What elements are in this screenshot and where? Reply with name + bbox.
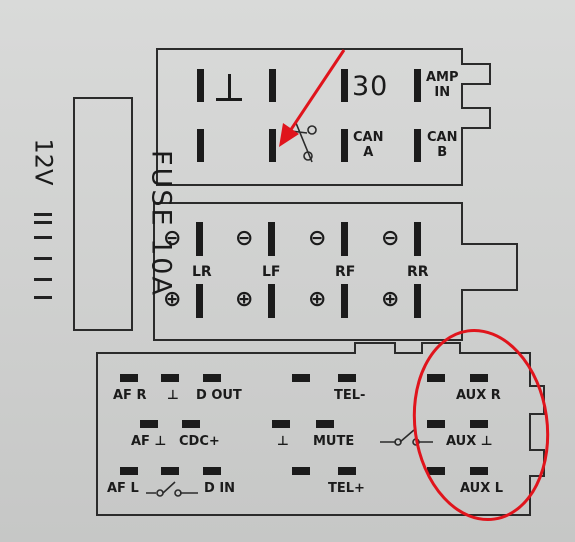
rf-plus-icon: ⊕: [308, 287, 327, 312]
ground-2-label: ⊥: [277, 434, 289, 449]
lf-label: LF: [262, 264, 281, 280]
top-connector-outline: [156, 48, 491, 186]
d-out-label: D OUT: [196, 388, 242, 403]
lr-label: LR: [192, 264, 212, 280]
red-circle-aux: [412, 328, 550, 522]
dc-line-solid-2: [34, 221, 52, 224]
rf-label: RF: [335, 264, 356, 280]
tel-plus-label: TEL+: [328, 481, 365, 496]
bottom-connector-outline: [96, 342, 545, 516]
af-r-label: AF R: [113, 388, 147, 403]
voltage-label: 12V: [29, 138, 58, 186]
mute-label: MUTE: [313, 434, 355, 449]
ground-1-label: ⊥: [167, 388, 179, 403]
fuse-outline: [73, 97, 133, 331]
tel-minus-label: TEL-: [334, 388, 366, 403]
rr-minus-icon: ⊖: [381, 226, 400, 251]
cdc-plus-label: CDC+: [179, 434, 220, 449]
red-arrow-head: [279, 123, 299, 147]
rr-label: RR: [407, 264, 429, 280]
lr-minus-icon: ⊖: [163, 226, 182, 251]
pin-30-label: 30: [352, 71, 389, 102]
lf-minus-icon: ⊖: [235, 226, 254, 251]
lf-plus-icon: ⊕: [235, 287, 254, 312]
d-in-label: D IN: [204, 481, 236, 496]
afl-switch-symbol: [146, 481, 198, 494]
aux-l-label: AUX L: [460, 481, 504, 496]
red-annotation: [288, 49, 550, 522]
red-arrow-shaft: [288, 49, 346, 132]
aux-ground-label: AUX ⊥: [446, 434, 493, 449]
dc-line-solid-1: [34, 213, 52, 216]
af-ground-label: AF ⊥: [131, 434, 167, 449]
af-l-label: AF L: [107, 481, 139, 496]
rr-plus-icon: ⊕: [381, 287, 400, 312]
middle-connector-outline: [153, 202, 518, 341]
fuse-label: FUSE 10A: [145, 150, 177, 297]
aux-r-label: AUX R: [456, 388, 501, 403]
rf-minus-icon: ⊖: [308, 226, 327, 251]
lr-plus-icon: ⊕: [163, 287, 182, 312]
mute-switch-symbol: [380, 429, 433, 443]
